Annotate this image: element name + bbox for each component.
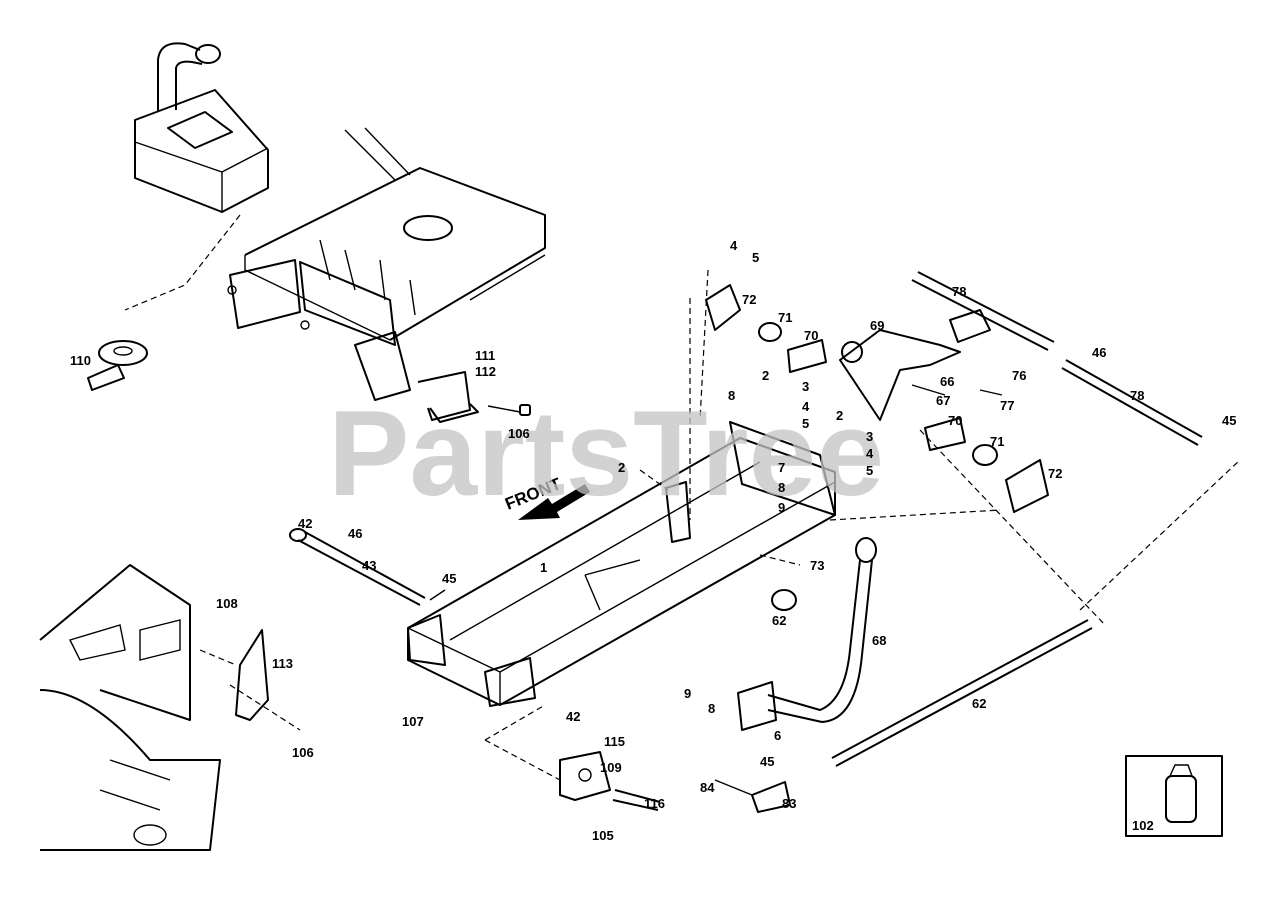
main-frame bbox=[407, 421, 836, 707]
callout-115: 115 bbox=[604, 734, 625, 749]
callout-70: 70 bbox=[804, 328, 818, 343]
callout-109: 109 bbox=[600, 760, 622, 775]
callout-70-lower: 70 bbox=[948, 413, 962, 428]
callout-2-frame: 2 bbox=[618, 460, 625, 475]
callout-7: 7 bbox=[778, 460, 785, 475]
callout-113: 113 bbox=[272, 656, 293, 671]
callout-9-lower: 9 bbox=[684, 686, 691, 701]
callout-72: 72 bbox=[742, 292, 756, 307]
axle-rod-left bbox=[289, 528, 446, 606]
callout-2-right: 2 bbox=[836, 408, 843, 423]
callout-45-right: 45 bbox=[1222, 413, 1236, 428]
callout-62: 62 bbox=[772, 613, 786, 628]
callout-116: 116 bbox=[644, 796, 665, 811]
callout-78-lower: 78 bbox=[1130, 388, 1144, 403]
exhaust-elbow bbox=[87, 340, 148, 391]
callout-83: 83 bbox=[782, 796, 796, 811]
callout-77: 77 bbox=[1000, 398, 1014, 413]
callout-69: 69 bbox=[870, 318, 884, 333]
rod-78 bbox=[911, 271, 1203, 446]
callout-43: 43 bbox=[362, 558, 376, 573]
mount-plate bbox=[235, 629, 269, 721]
fuel-filter-inset bbox=[1125, 755, 1223, 837]
callout-2-upper: 2 bbox=[762, 368, 769, 383]
callout-8-upper: 8 bbox=[728, 388, 735, 403]
callout-106-lower: 106 bbox=[292, 745, 314, 760]
callout-102: 102 bbox=[1132, 818, 1154, 833]
callout-112: 112 bbox=[475, 364, 496, 379]
callout-46-left: 46 bbox=[348, 526, 362, 541]
callout-4-mid: 4 bbox=[802, 399, 810, 414]
callout-46: 46 bbox=[1092, 345, 1106, 360]
callout-107: 107 bbox=[402, 714, 424, 729]
callout-4-right: 4 bbox=[866, 446, 874, 461]
link-83 bbox=[714, 779, 791, 813]
callout-84: 84 bbox=[700, 780, 715, 795]
rod-right bbox=[831, 619, 1093, 767]
callout-3-upper: 3 bbox=[802, 379, 809, 394]
watermark: PartsTree bbox=[328, 385, 884, 521]
bracket-111-112 bbox=[417, 371, 479, 423]
callout-62-rod: 62 bbox=[972, 696, 986, 711]
callout-labels: 110 111 112 106 4 5 72 71 70 69 78 46 78… bbox=[70, 238, 1236, 843]
callout-9-frame: 9 bbox=[778, 500, 785, 515]
callout-8-lower: 8 bbox=[708, 701, 715, 716]
callout-68: 68 bbox=[872, 633, 886, 648]
callout-111: 111 bbox=[475, 348, 495, 363]
callout-72-lower: 72 bbox=[1048, 466, 1062, 481]
callout-3-right: 3 bbox=[866, 429, 873, 444]
callout-66: 66 bbox=[940, 374, 954, 389]
callout-8-frame: 8 bbox=[778, 480, 785, 495]
yoke-69 bbox=[839, 329, 961, 421]
bracket-72-bottom bbox=[1005, 459, 1049, 513]
callout-6: 6 bbox=[774, 728, 781, 743]
callout-71: 71 bbox=[778, 310, 792, 325]
callout-67: 67 bbox=[936, 393, 950, 408]
callout-45-left: 45 bbox=[442, 571, 456, 586]
chassis-deck bbox=[227, 127, 546, 401]
engine-housing-left bbox=[39, 564, 221, 851]
callout-5-mid: 5 bbox=[802, 416, 809, 431]
callout-106: 106 bbox=[508, 426, 530, 441]
bracket-109 bbox=[559, 751, 661, 811]
callout-78: 78 bbox=[952, 284, 966, 299]
callout-5: 5 bbox=[752, 250, 759, 265]
callout-73: 73 bbox=[810, 558, 824, 573]
callout-4: 4 bbox=[730, 238, 738, 253]
callout-45-lower: 45 bbox=[760, 754, 774, 769]
callout-71-lower: 71 bbox=[990, 434, 1004, 449]
callout-42-left: 42 bbox=[298, 516, 312, 531]
bracket-72-top bbox=[705, 284, 741, 331]
callout-42-lower: 42 bbox=[566, 709, 580, 724]
lift-arm bbox=[737, 537, 877, 731]
callout-108: 108 bbox=[216, 596, 238, 611]
callout-76: 76 bbox=[1012, 368, 1026, 383]
callout-1: 1 bbox=[540, 560, 547, 575]
callout-105: 105 bbox=[592, 828, 614, 843]
muffler bbox=[134, 42, 269, 213]
callout-5-right: 5 bbox=[866, 463, 873, 478]
callout-110: 110 bbox=[70, 353, 91, 368]
